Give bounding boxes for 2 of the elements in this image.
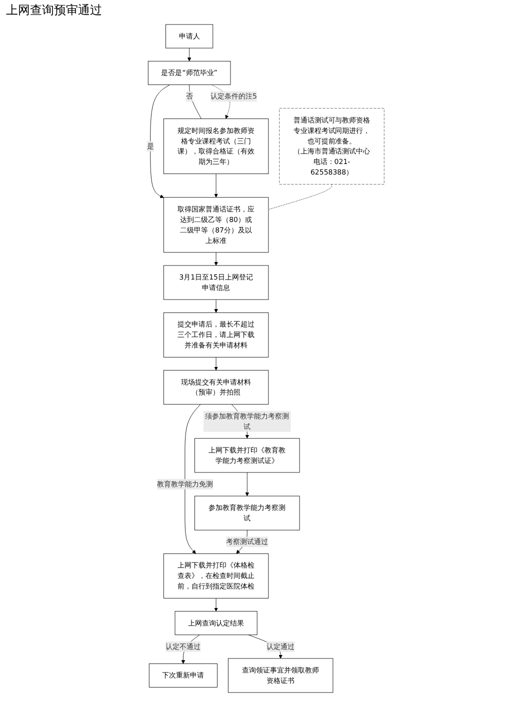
note-text: 上网查询预审通过 [6,3,102,17]
connector [268,184,332,210]
